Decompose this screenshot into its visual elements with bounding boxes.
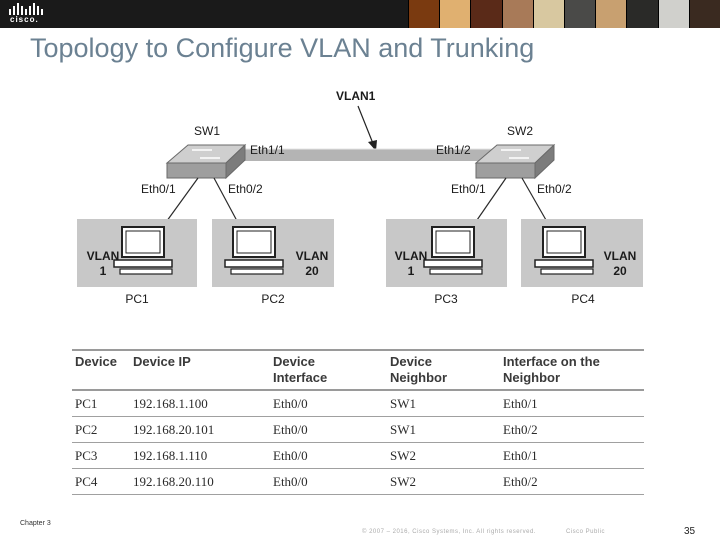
- header-banner: cisco.: [0, 0, 720, 28]
- cell-device-neighbor: SW1: [390, 421, 416, 437]
- cell-neighbor-interface: Eth0/1: [503, 395, 538, 411]
- cisco-logo: cisco.: [8, 3, 48, 25]
- sw1-port-eth02-label: Eth0/2: [228, 182, 263, 196]
- banner-photo: [657, 0, 689, 28]
- pc4-vlan-word: VLAN: [604, 249, 637, 263]
- sw1-label: SW1: [194, 124, 220, 138]
- banner-photo: [439, 0, 471, 28]
- cell-device-ip: 192.168.20.110: [133, 473, 214, 489]
- banner-photo: [532, 0, 565, 28]
- pc1-vlan-word: VLAN: [87, 249, 120, 263]
- footer-classification: Cisco Public: [566, 529, 606, 535]
- cell-device: PC4: [75, 473, 98, 489]
- cell-device: PC3: [75, 447, 98, 463]
- cell-device-neighbor: SW2: [390, 473, 416, 489]
- col-device-header: Device: [75, 354, 117, 369]
- sw2-trunk-port-label: Eth1/2: [436, 143, 471, 157]
- banner-photo: [470, 0, 502, 28]
- sw2-port-eth02-label: Eth0/2: [537, 182, 572, 196]
- cell-neighbor-interface: Eth0/1: [503, 447, 538, 463]
- pc3-computer-icon: [423, 226, 483, 275]
- cell-device-neighbor: SW2: [390, 447, 416, 463]
- pc2-name: PC2: [261, 292, 285, 306]
- cell-device-neighbor: SW1: [390, 395, 416, 411]
- pc3-name: PC3: [434, 292, 458, 306]
- cell-device-interface: Eth0/0: [273, 447, 308, 463]
- cell-device-interface: Eth0/0: [273, 473, 308, 489]
- pc2-vlan-word: VLAN: [296, 249, 329, 263]
- footer-copyright: © 2007 – 2016, Cisco Systems, Inc. All r…: [362, 529, 536, 535]
- pc3-vlan-word: VLAN: [395, 249, 428, 263]
- cisco-logo-bars-icon: [9, 3, 43, 15]
- pc2-computer-icon: [224, 226, 284, 275]
- slide-title: Topology to Configure VLAN and Trunking: [30, 33, 535, 63]
- pc1-name: PC1: [125, 292, 149, 306]
- table-row: PC1 192.168.1.100 Eth0/0 SW1 Eth0/1: [72, 390, 644, 417]
- switch-sw2-icon: [474, 143, 556, 180]
- pc1-computer-icon: [113, 226, 173, 275]
- cell-neighbor-interface: Eth0/2: [503, 421, 538, 437]
- banner-photo: [501, 0, 533, 28]
- sw1-port-eth01-label: Eth0/1: [141, 182, 176, 196]
- col-device-ip-header: Device IP: [133, 354, 191, 369]
- pc3-vlan-id: 1: [408, 264, 415, 278]
- topology-diagram: VLAN1 SW1 SW2 Eth1/1 Eth1/2 Eth0/1 Eth0/…: [77, 89, 643, 306]
- switch-sw1-icon: [165, 143, 247, 180]
- cell-device-ip: 192.168.1.100: [133, 395, 208, 411]
- footer-chapter: Chapter 3: [20, 520, 51, 527]
- cell-device-ip: 192.168.20.101: [133, 421, 215, 437]
- sw2-port-eth01-label: Eth0/1: [451, 182, 486, 196]
- cell-device-interface: Eth0/0: [273, 395, 308, 411]
- cell-device: PC1: [75, 395, 98, 411]
- sw1-trunk-port-label: Eth1/1: [250, 143, 285, 157]
- banner-photo-strip: [408, 0, 720, 28]
- cell-device-interface: Eth0/0: [273, 421, 308, 437]
- banner-photo: [688, 0, 720, 28]
- vlan1-arrow: [357, 105, 375, 147]
- banner-photo: [564, 0, 596, 28]
- banner-photo: [626, 0, 658, 28]
- cell-neighbor-interface: Eth0/2: [503, 473, 538, 489]
- pc4-name: PC4: [571, 292, 595, 306]
- pc4-vlan-id: 20: [613, 264, 627, 278]
- table-row: PC4 192.168.20.110 Eth0/0 SW2 Eth0/2: [72, 469, 644, 495]
- pc4-computer-icon: [534, 226, 594, 275]
- page-number: 35: [684, 526, 696, 537]
- banner-photo: [595, 0, 627, 28]
- vlan1-arrowhead-icon: [368, 140, 377, 151]
- cisco-logo-text: cisco.: [10, 15, 39, 24]
- banner-photo: [408, 0, 440, 28]
- pc2-vlan-id: 20: [305, 264, 319, 278]
- table-row: PC3 192.168.1.110 Eth0/0 SW2 Eth0/1: [72, 443, 644, 469]
- sw2-label: SW2: [507, 124, 533, 138]
- cell-device-ip: 192.168.1.110: [133, 447, 208, 463]
- vlan1-label: VLAN1: [336, 89, 376, 103]
- table-row: PC2 192.168.20.101 Eth0/0 SW1 Eth0/2: [72, 417, 644, 443]
- cell-device: PC2: [75, 421, 98, 437]
- trunk-link: [222, 149, 498, 161]
- pc1-vlan-id: 1: [100, 264, 107, 278]
